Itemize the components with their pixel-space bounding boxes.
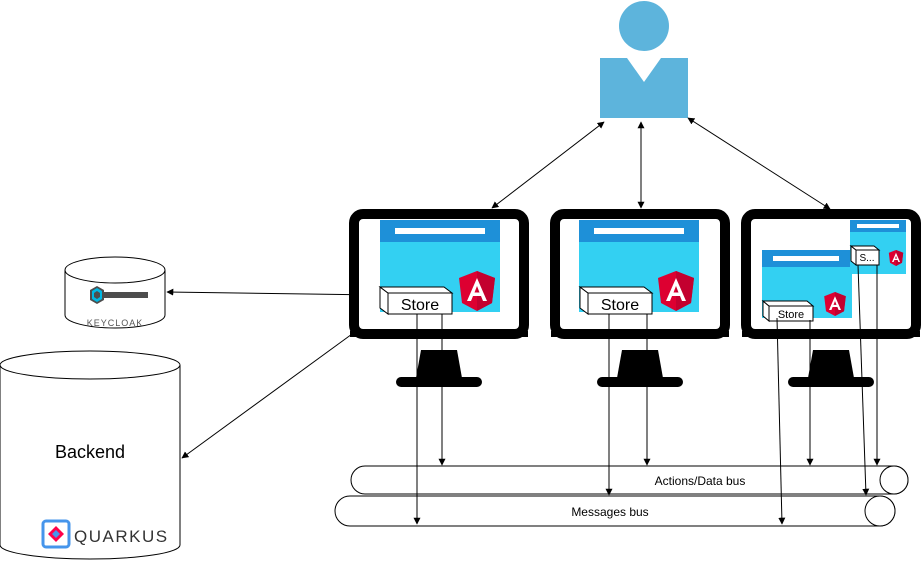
user-icon	[600, 1, 688, 118]
user-connections	[491, 117, 831, 210]
actions-data-bus: Actions/Data bus	[350, 465, 909, 495]
keycloak-label: KEYCLOAK	[87, 318, 144, 328]
monitor-3: Store S...	[741, 209, 921, 387]
store-box-small: S...	[849, 244, 881, 267]
messages-bus-label: Messages bus	[571, 505, 648, 519]
browser-window-1	[380, 220, 500, 312]
store-label-3: Store	[778, 309, 804, 321]
backend-label: Backend	[55, 442, 125, 462]
store-label-2: Store	[601, 297, 639, 314]
quarkus-label: QUARKUS	[74, 527, 169, 546]
backend-database: Backend QUARKUS	[0, 350, 181, 560]
keycloak-database: KEYCLOAK	[64, 256, 166, 329]
keycloak-logo: KEYCLOAK	[87, 286, 148, 328]
store-label-1: Store	[401, 297, 439, 314]
store-box-1: Store	[378, 286, 454, 315]
quarkus-logo: QUARKUS	[41, 519, 169, 549]
store-box-2: Store	[578, 286, 654, 315]
bus-connections	[413, 264, 881, 525]
messages-bus: Messages bus	[334, 495, 896, 527]
actions-bus-label: Actions/Data bus	[655, 474, 746, 488]
monitor-1: Store	[349, 209, 529, 387]
store-box-3: Store	[761, 299, 815, 323]
monitor-2: Store	[550, 209, 730, 387]
store-label-small: S...	[859, 253, 874, 264]
